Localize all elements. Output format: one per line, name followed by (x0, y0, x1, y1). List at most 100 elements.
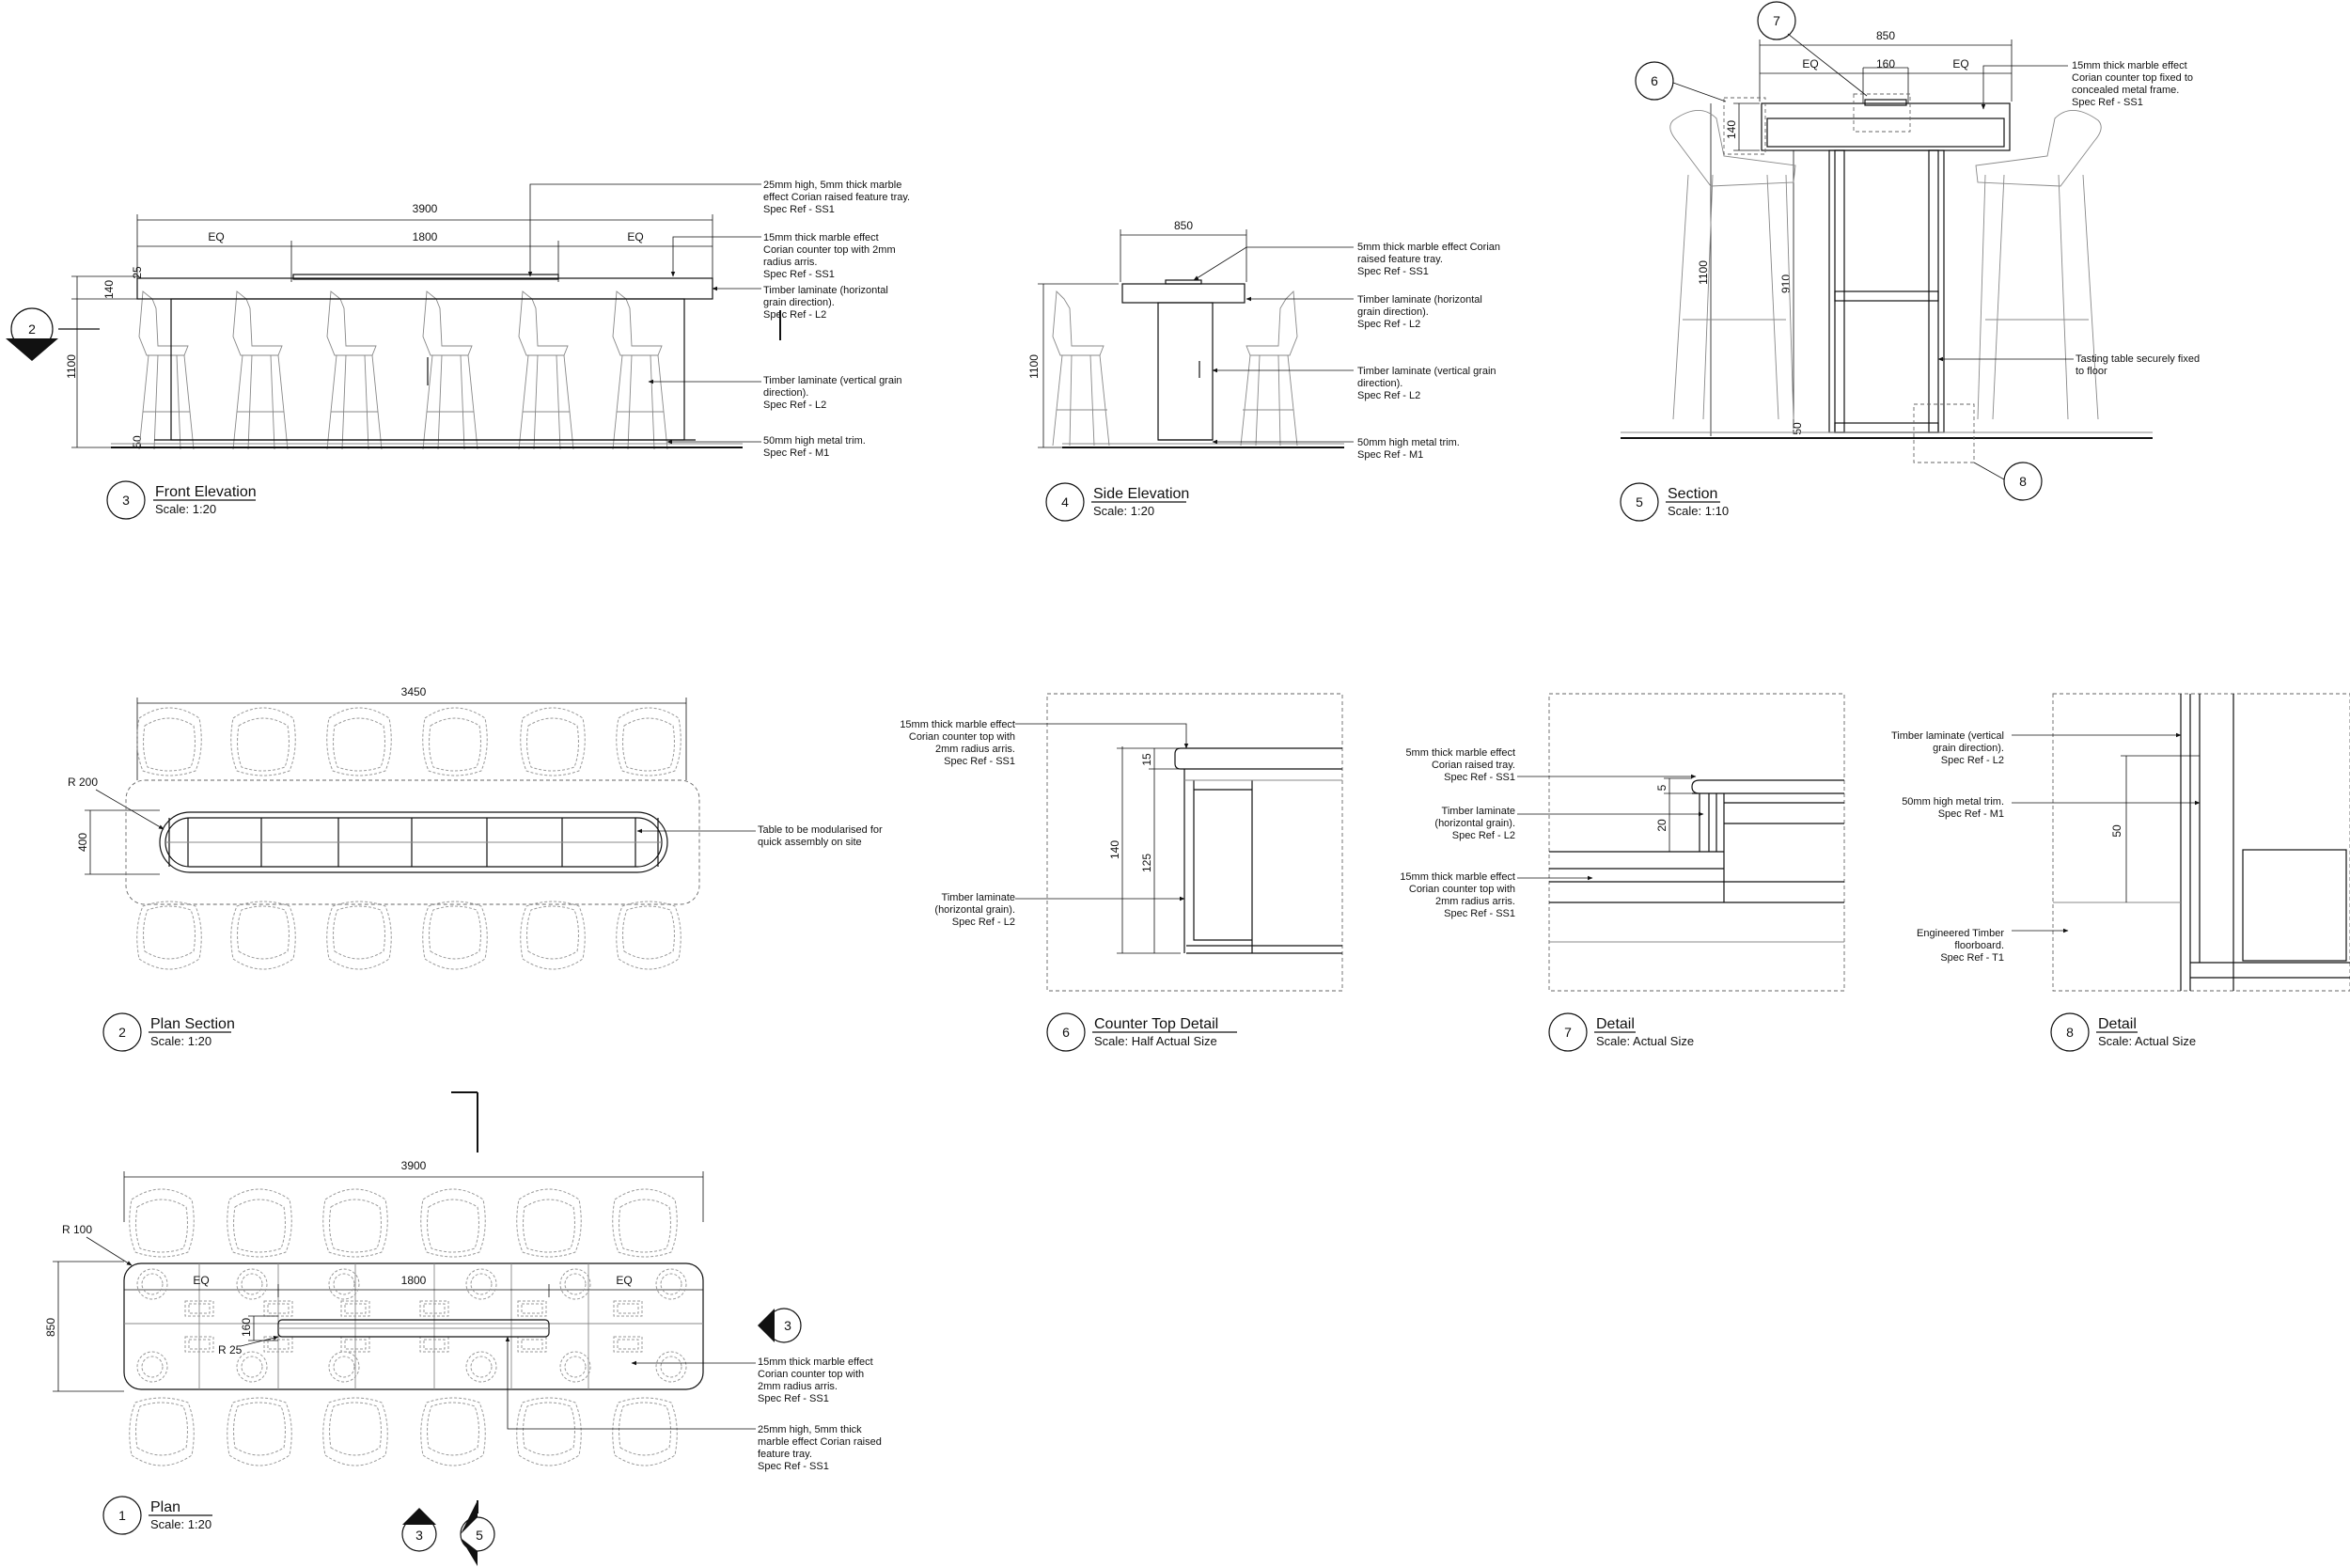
callout-6[interactable]: 6 (1635, 61, 1674, 101)
svg-text:6: 6 (1651, 73, 1658, 88)
detail8-title: Detail (2098, 1016, 2137, 1032)
front-dim-mid: 1800 (413, 230, 438, 243)
side-scale: Scale: 1:20 (1093, 504, 1154, 518)
svg-text:50mm high metal trim.Spec Ref: 50mm high metal trim.Spec Ref - M1 (1357, 437, 1460, 461)
svg-text:1: 1 (118, 1508, 126, 1523)
detail7-title: Detail (1596, 1016, 1635, 1032)
front-dim-eq2: EQ (627, 230, 643, 243)
detail7-scale: Scale: Actual Size (1596, 1034, 1694, 1048)
front-dim-h140: 140 (102, 280, 116, 299)
section-title: Section (1668, 486, 1717, 502)
callout-7[interactable]: 7 (1757, 1, 1796, 40)
plan-scale: Scale: 1:20 (150, 1517, 212, 1531)
front-dim-h25: 25 (131, 266, 144, 279)
plan-section-view: 3450 400 R 200 Table to be modularised f… (68, 685, 883, 1052)
marker-2-label: 2 (28, 321, 36, 337)
detail8-title-block: 8 Detail Scale: Actual Size (2050, 1012, 2196, 1052)
svg-text:R 100: R 100 (62, 1223, 92, 1236)
counter-detail-title-block: 6 Counter Top Detail Scale: Half Actual … (1046, 1012, 1237, 1052)
callout-8[interactable]: 8 (2003, 462, 2043, 501)
svg-text:EQ: EQ (616, 1274, 632, 1287)
plan-section-title: Plan Section (150, 1016, 235, 1032)
front-scale: Scale: 1:20 (155, 502, 216, 516)
svg-text:140: 140 (1725, 120, 1738, 139)
svg-text:15: 15 (1140, 753, 1153, 766)
svg-text:3450: 3450 (401, 685, 427, 698)
svg-text:160: 160 (240, 1318, 253, 1337)
svg-text:8: 8 (2066, 1025, 2074, 1040)
side-dim-w850: 850 (1174, 219, 1193, 232)
svg-text:5: 5 (476, 1528, 483, 1543)
svg-text:2: 2 (118, 1025, 126, 1040)
detail7-title-block: 7 Detail Scale: Actual Size (1548, 1012, 1694, 1052)
elevation-marker-3-right[interactable]: 3 (758, 1308, 802, 1343)
svg-text:3: 3 (415, 1528, 423, 1543)
svg-text:EQ: EQ (193, 1274, 209, 1287)
svg-text:7: 7 (1773, 13, 1780, 28)
svg-text:1800: 1800 (401, 1274, 427, 1287)
front-dim-overall: 3900 (413, 202, 438, 215)
svg-text:140: 140 (1108, 840, 1121, 859)
svg-text:5: 5 (1636, 494, 1643, 510)
section-title-block: 5 Section Scale: 1:10 (1620, 482, 1729, 522)
svg-text:850: 850 (1876, 29, 1895, 42)
svg-text:8: 8 (2019, 474, 2027, 489)
svg-text:R 25: R 25 (218, 1343, 243, 1356)
svg-text:EQ: EQ (1802, 57, 1818, 71)
svg-text:EQ: EQ (1952, 57, 1968, 71)
svg-text:3900: 3900 (401, 1159, 427, 1172)
section-marker-2[interactable]: 2 (6, 307, 100, 361)
svg-text:R 200: R 200 (68, 776, 98, 789)
svg-text:3: 3 (784, 1318, 791, 1333)
svg-text:Timber laminate(horizontal gra: Timber laminate(horizontal grain).Spec R… (1434, 806, 1515, 841)
side-title-block: 4 Side Elevation Scale: 1:20 (1045, 482, 1189, 522)
elevation-marker-3-bottom[interactable]: 3 (401, 1508, 437, 1552)
plan-section-scale: Scale: 1:20 (150, 1034, 212, 1048)
svg-text:3: 3 (122, 493, 130, 508)
counter-detail-scale: Scale: Half Actual Size (1094, 1034, 1217, 1048)
svg-text:125: 125 (1140, 854, 1153, 872)
section-scale: Scale: 1:10 (1668, 504, 1729, 518)
section-marker-5[interactable]: 5 (460, 1500, 495, 1566)
front-dim-eq1: EQ (208, 230, 224, 243)
svg-text:20: 20 (1655, 819, 1668, 832)
svg-text:7: 7 (1564, 1025, 1572, 1040)
svg-text:5: 5 (1655, 784, 1668, 791)
front-title: Front Elevation (155, 484, 257, 500)
side-title: Side Elevation (1093, 486, 1189, 502)
svg-text:Timber laminate (vertical grai: Timber laminate (vertical graindirection… (1357, 366, 1496, 401)
svg-text:50mm high metal trim.Spec Ref: 50mm high metal trim.Spec Ref - M1 (763, 435, 866, 459)
svg-text:50: 50 (2110, 824, 2123, 838)
side-dim-h1100: 1100 (1027, 354, 1041, 379)
front-title-block: 3 Front Elevation Scale: 1:20 (106, 480, 257, 520)
front-dim-h50: 50 (131, 435, 144, 448)
svg-text:Timber laminate(horizontal gra: Timber laminate(horizontal grain).Spec R… (934, 892, 1015, 928)
plan-title: Plan (150, 1499, 180, 1515)
svg-text:160: 160 (1876, 57, 1895, 71)
front-elevation-view: 3900 EQ 1800 EQ 140 1100 25 50 2 25mm hi… (6, 180, 910, 520)
svg-text:850: 850 (44, 1318, 57, 1337)
